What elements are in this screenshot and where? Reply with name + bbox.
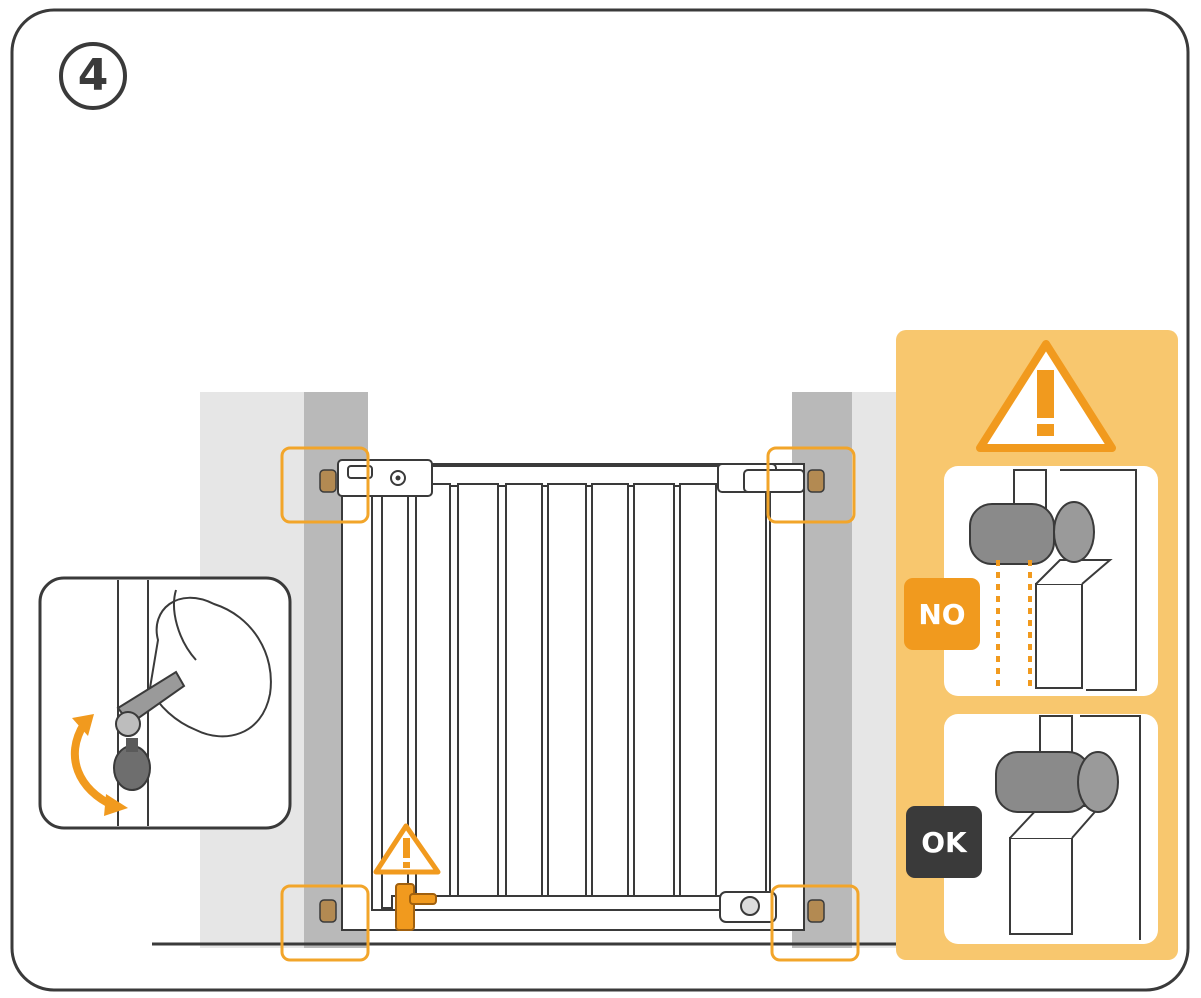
small-warning-icon	[373, 823, 441, 875]
no-example-drawing	[969, 469, 1137, 691]
wrench-adjust-inset	[38, 576, 292, 830]
safety-gate	[337, 459, 805, 931]
warning-panel	[896, 330, 1178, 960]
ok-example-drawing	[995, 715, 1141, 940]
highlight-boxes	[280, 446, 860, 962]
ok-tag-bg	[906, 806, 982, 878]
ok-label: OK	[921, 825, 967, 859]
no-tag-bg	[904, 578, 980, 650]
wall-bumpers	[319, 469, 825, 923]
step-number-badge: 4	[59, 42, 127, 110]
no-label: NO	[918, 597, 966, 631]
